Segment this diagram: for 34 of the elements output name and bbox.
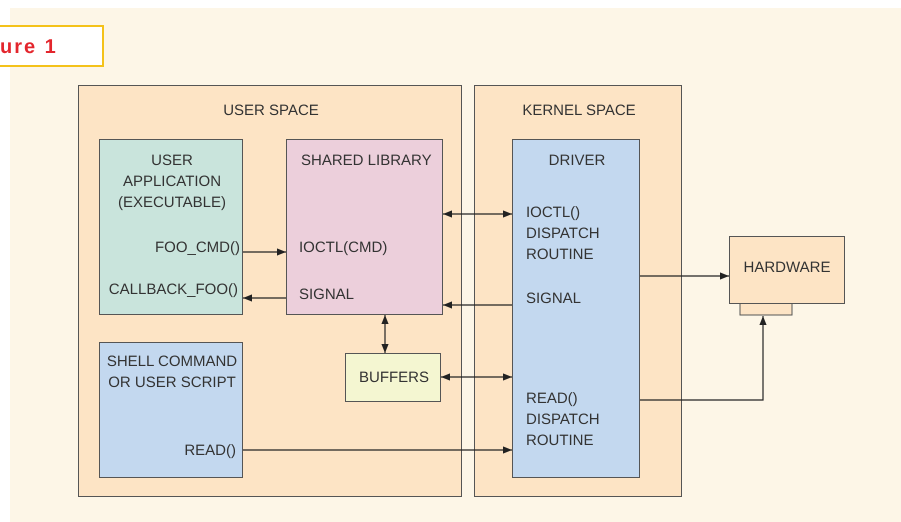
heading: USER APPLICATION (EXECUTABLE) <box>116 151 228 213</box>
arrow <box>243 248 286 256</box>
heading: KERNEL SPACE <box>521 101 637 121</box>
routine-label: IOCTL() DISPATCH ROUTINE <box>526 203 601 265</box>
arrow <box>243 446 512 454</box>
heading: SHARED LIBRARY <box>301 151 433 171</box>
arrow <box>443 210 512 218</box>
arrow <box>243 294 286 302</box>
heading: DRIVER <box>548 151 606 171</box>
function-label: CALLBACK_FOO() <box>108 280 238 300</box>
arrow <box>441 373 512 381</box>
application-box <box>99 139 243 315</box>
function-label: FOO_CMD() <box>154 238 240 258</box>
library-box <box>286 139 443 315</box>
hardware-box <box>729 236 845 316</box>
function-label: READ() <box>183 441 236 461</box>
arrow <box>381 315 389 353</box>
heading: BUFFERS <box>358 368 430 388</box>
kernel-space-panel <box>474 85 682 497</box>
arrow <box>640 316 767 401</box>
script-box <box>99 342 243 478</box>
routine-label: SIGNAL <box>526 289 582 309</box>
driver-box <box>512 139 640 478</box>
arrow <box>640 272 729 280</box>
arrow <box>443 301 512 309</box>
routine-label: READ() DISPATCH ROUTINE <box>526 389 601 451</box>
buffers-box <box>345 353 441 402</box>
heading: SHELL COMMAND OR USER SCRIPT <box>106 352 238 393</box>
figure-number: ure 1 <box>0 36 58 59</box>
heading: USER SPACE <box>222 101 320 121</box>
heading: HARDWARE <box>742 258 832 278</box>
function-label: IOCTL(CMD) <box>299 238 388 258</box>
function-label: SIGNAL <box>299 285 356 305</box>
user-space-panel <box>78 85 462 497</box>
